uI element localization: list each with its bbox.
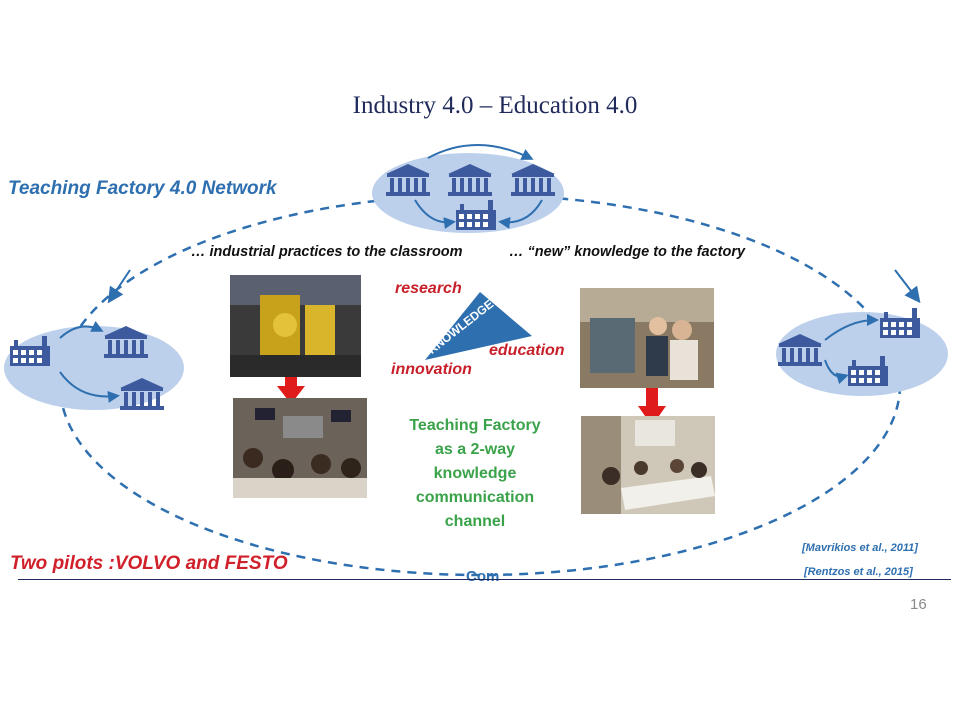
reference-citation: [Rentzos et al., 2015] (804, 566, 913, 578)
tf-line: as a 2-way (434, 441, 516, 458)
network-label: Teaching Factory 4.0 Network (8, 178, 277, 199)
robot-factory-photo (230, 275, 361, 377)
left-network-cluster (4, 321, 184, 410)
caption-new-knowledge: … “new” knowledge to the factory (509, 244, 746, 260)
reference-citation: [Mavrikios et al., 2011] (802, 542, 918, 554)
footer-divider (18, 579, 951, 580)
teaching-factory-description: Teaching Factory as a 2-way knowledge co… (396, 414, 554, 534)
factory-workers-photo (580, 288, 714, 388)
caption-industrial-practices: … industrial practices to the classroom (191, 244, 463, 260)
tf-line: channel (444, 513, 506, 530)
keyword-research: research (395, 280, 462, 297)
network-arrow-top-left (107, 269, 131, 304)
footer-text: Com (466, 568, 500, 585)
top-network-cluster (372, 144, 564, 233)
meeting-room-photo (581, 416, 715, 514)
pilots-label: Two pilots :VOLVO and FESTO (10, 553, 288, 574)
network-arrow-top-right (894, 269, 921, 304)
keyword-education: education (489, 342, 565, 359)
page-number: 16 (910, 596, 927, 613)
keyword-innovation: innovation (391, 361, 472, 378)
slide-title: Industry 4.0 – Education 4.0 (352, 92, 638, 119)
tf-line: Teaching Factory (409, 417, 541, 434)
classroom-photo (233, 398, 367, 498)
right-network-cluster (776, 308, 948, 396)
tf-line: communication (415, 489, 535, 506)
tf-line: knowledge (433, 465, 517, 482)
